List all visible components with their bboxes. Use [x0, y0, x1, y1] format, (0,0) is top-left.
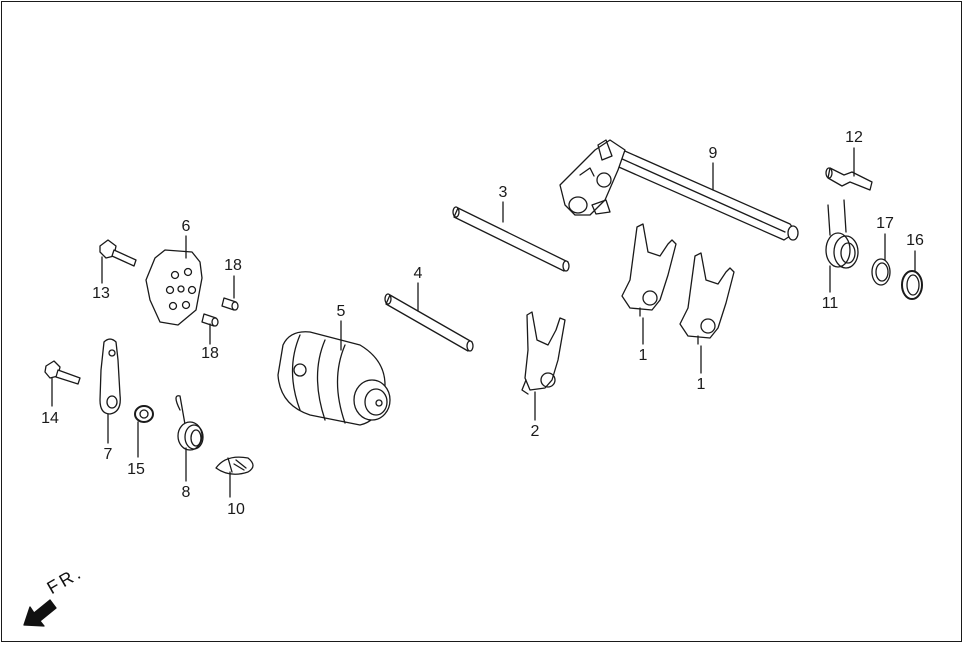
callout-5[interactable]: 5 [336, 303, 346, 320]
dowel-pin-part-18a[interactable] [221, 275, 239, 311]
callout-12[interactable]: 12 [845, 129, 863, 146]
bolt-part-14[interactable] [44, 360, 81, 407]
callout-9[interactable]: 9 [708, 145, 718, 162]
callout-1b[interactable]: 1 [696, 376, 706, 393]
callout-3[interactable]: 3 [498, 184, 508, 201]
dowel-pin-part-18b[interactable] [201, 313, 219, 345]
callout-2[interactable]: 2 [530, 423, 540, 440]
front-direction-arrow-icon [23, 599, 57, 627]
callout-13[interactable]: 13 [92, 285, 110, 302]
bolt-part-13[interactable] [99, 239, 137, 284]
fork-shaft-part-3[interactable] [452, 201, 570, 272]
callout-1a[interactable]: 1 [638, 347, 648, 364]
washer-part-16[interactable] [901, 250, 923, 300]
callout-18b[interactable]: 18 [201, 345, 219, 362]
stopper-arm-part-7[interactable] [99, 338, 121, 444]
fork-shaft-part-4[interactable] [384, 282, 474, 352]
washer-part-15[interactable] [134, 405, 154, 458]
gearshift-spindle-part[interactable] [559, 139, 799, 241]
shift-fork-part-2[interactable] [521, 311, 566, 421]
callout-18a[interactable]: 18 [224, 257, 242, 274]
callout-14[interactable]: 14 [41, 410, 59, 427]
spring-washer-part-10[interactable] [215, 456, 254, 498]
callout-11[interactable]: 11 [821, 295, 839, 312]
callout-16[interactable]: 16 [906, 232, 924, 249]
circlip-part-17[interactable] [871, 233, 891, 286]
stud-bolt-part-12[interactable] [825, 147, 873, 191]
return-spring-part-8[interactable] [175, 395, 204, 482]
shift-fork-part-1a[interactable] [621, 223, 677, 345]
callout-6[interactable]: 6 [181, 218, 191, 235]
callout-15[interactable]: 15 [127, 461, 145, 478]
return-spring-part-11[interactable] [825, 199, 859, 293]
callout-7[interactable]: 7 [103, 446, 113, 463]
shift-drum-part[interactable] [277, 320, 391, 426]
callout-4[interactable]: 4 [413, 265, 423, 282]
shift-fork-part-1b[interactable] [679, 252, 735, 374]
callout-10[interactable]: 10 [227, 501, 245, 518]
callout-8[interactable]: 8 [181, 484, 191, 501]
drum-center-plate-part-6[interactable] [145, 235, 203, 326]
callout-17[interactable]: 17 [876, 215, 894, 232]
